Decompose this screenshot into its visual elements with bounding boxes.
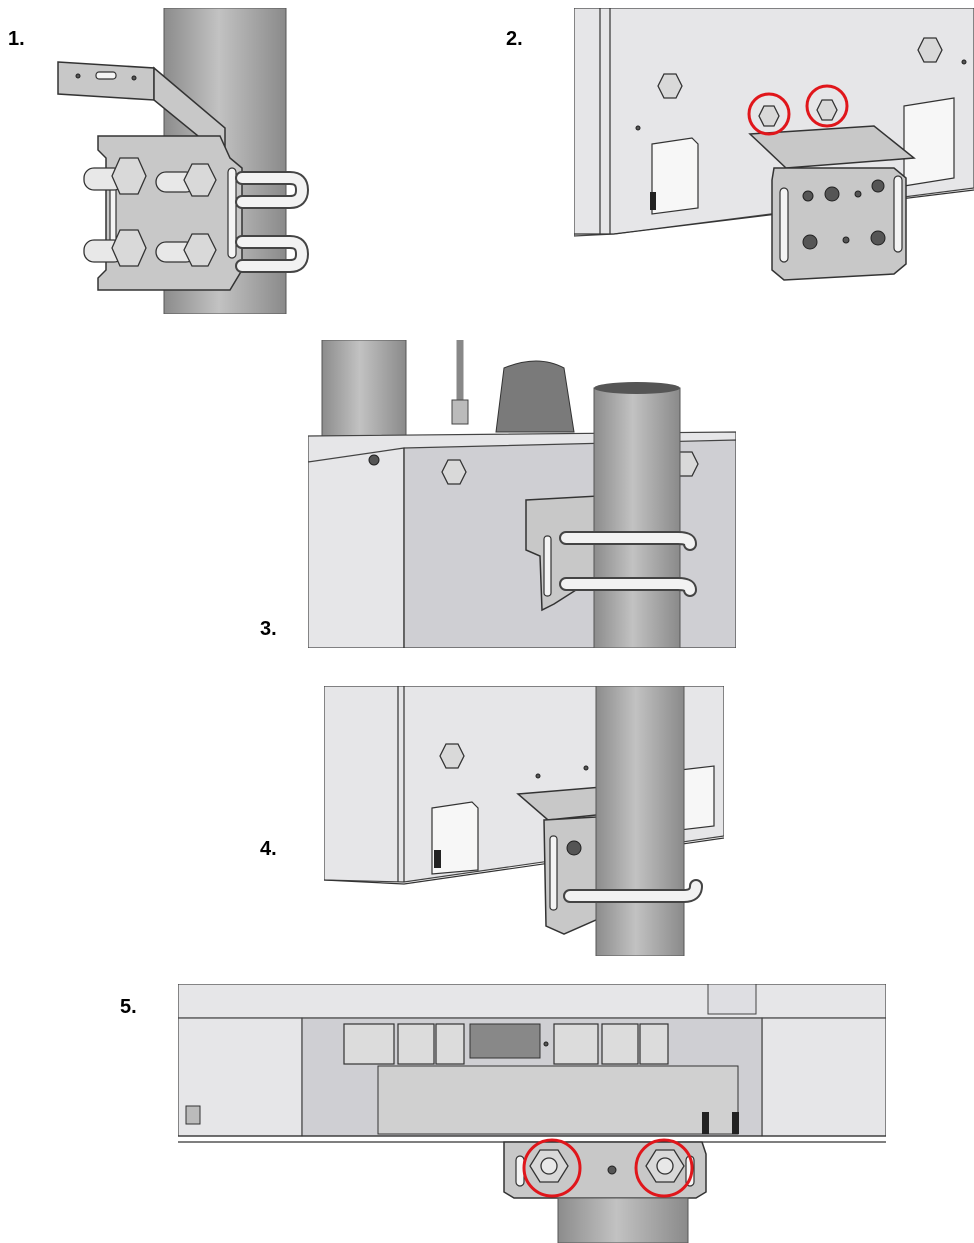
enclosure-front — [308, 447, 405, 648]
bracket-slot-right — [893, 175, 903, 253]
highlight-circle-left — [522, 1138, 582, 1198]
antenna-mast — [321, 340, 407, 441]
enclosure-window-left — [431, 801, 479, 875]
enclosure-window-left — [651, 137, 699, 215]
step-5-label: 5. — [120, 996, 137, 1018]
bracket-flange — [748, 125, 916, 169]
antenna-cone — [495, 360, 575, 433]
step-2-bracket-on-enclosure-illustration — [574, 8, 974, 281]
highlight-circle-left — [747, 92, 791, 136]
step-3-label: 3. — [260, 618, 277, 640]
bracket-top-flange — [57, 61, 155, 101]
bracket-top-slot — [95, 71, 117, 80]
bracket-body — [771, 167, 907, 281]
bracket-slot-right — [227, 167, 237, 259]
nut-top-right — [183, 163, 217, 197]
enclosure-left-panel — [178, 1017, 303, 1137]
nut-bottom-left — [111, 229, 147, 267]
pole — [593, 387, 681, 648]
enclosure-top-band — [178, 984, 886, 1019]
highlight-circle-right — [634, 1138, 694, 1198]
enclosure-window-right — [903, 97, 955, 187]
pole — [557, 1197, 689, 1243]
step-5-enclosure-bottom-view-illustration — [178, 984, 886, 1243]
mounting-rail — [377, 1065, 739, 1135]
bracket-nut-right — [816, 99, 838, 121]
enclosure-bolt-left — [657, 73, 683, 99]
cable-glands — [343, 1023, 669, 1065]
step-1-bracket-on-pole-illustration — [57, 8, 310, 314]
bracket-nut-left — [758, 105, 780, 127]
step-3-enclosure-mounted-on-pole-illustration — [308, 340, 736, 648]
bracket-slot-left — [779, 187, 789, 263]
nut-bottom-right — [183, 233, 217, 267]
step-4-enclosure-lowered-on-pole-illustration — [324, 686, 724, 956]
step-4-label: 4. — [260, 838, 277, 860]
highlight-circle-right — [805, 84, 849, 128]
step-2-label: 2. — [506, 28, 523, 50]
enclosure-right-panel — [761, 1017, 886, 1137]
enclosure-window-right — [679, 765, 715, 831]
nut-top-left — [111, 157, 147, 195]
enclosure-bolt-top-right — [917, 37, 943, 63]
pole — [595, 686, 685, 956]
step-1-label: 1. — [8, 28, 25, 50]
